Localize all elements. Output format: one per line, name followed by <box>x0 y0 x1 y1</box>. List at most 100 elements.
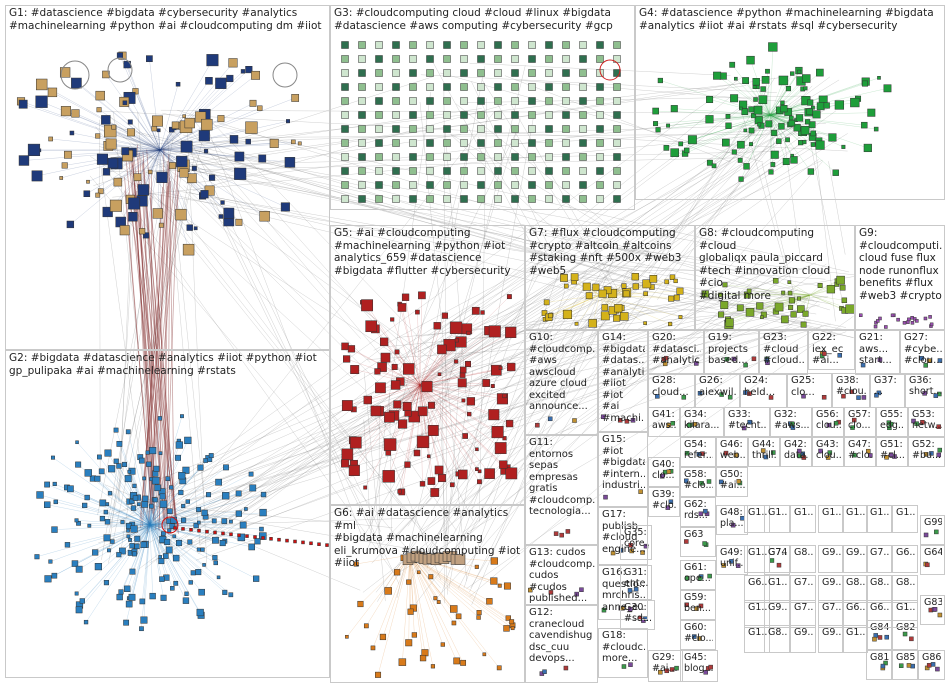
edge <box>727 294 811 321</box>
edge <box>809 294 845 301</box>
node-g1 <box>193 226 198 231</box>
node-g3 <box>392 139 400 147</box>
edge <box>141 162 178 529</box>
edge <box>347 384 421 406</box>
edge <box>141 460 151 526</box>
node-g1 <box>220 200 225 205</box>
node-g2 <box>125 429 131 435</box>
node-g3 <box>443 139 451 147</box>
edge <box>413 284 758 541</box>
group-panel-g46: G46: web... <box>716 437 748 467</box>
node-g1 <box>102 206 113 218</box>
node-g2 <box>158 558 165 565</box>
edge <box>130 121 161 151</box>
node-g3 <box>596 181 604 189</box>
group-label-g23: G23: #cloud #cloud... <box>763 332 805 366</box>
edge <box>419 330 489 386</box>
node-g2-link <box>325 543 329 547</box>
node-g1 <box>31 170 43 182</box>
edge <box>132 164 169 522</box>
edge <box>385 357 421 386</box>
edge <box>41 84 161 151</box>
edge <box>149 499 155 526</box>
edge <box>769 114 787 162</box>
node-g1 <box>60 106 71 117</box>
node-g3 <box>596 125 604 133</box>
node-g3 <box>375 153 383 161</box>
mini-group-label: G1... <box>846 627 865 638</box>
edge <box>409 554 426 653</box>
node-g1 <box>229 135 239 144</box>
group-panel-g57: G57: clo... <box>844 407 876 437</box>
node-g1 <box>234 151 245 162</box>
node-g2 <box>44 481 50 488</box>
node-g3 <box>613 167 621 175</box>
node-g3 <box>511 97 519 105</box>
edge <box>504 75 731 163</box>
group-panel-g50: G50: #ai... <box>716 467 748 497</box>
node-g1 <box>111 124 117 130</box>
node-g3 <box>511 83 519 91</box>
edge <box>143 197 155 511</box>
node-g5 <box>505 326 517 338</box>
edge <box>363 419 371 525</box>
group-label-g28: G28: cloud... <box>652 375 689 398</box>
node-g2-link <box>197 528 201 533</box>
group-panel-g31: G31: ente... <box>620 565 652 600</box>
group-label-g36: G36: short... <box>909 375 942 397</box>
node-g3 <box>341 111 349 119</box>
edge <box>144 504 151 526</box>
node-g2 <box>137 502 141 506</box>
node-g3 <box>494 83 502 91</box>
node-g3 <box>528 97 536 105</box>
edge <box>803 294 811 325</box>
edge <box>153 128 161 151</box>
node-g3 <box>358 125 366 133</box>
group-label-g56: G56: clou... <box>816 409 841 431</box>
edge <box>469 252 618 534</box>
node-g5 <box>365 320 377 333</box>
node-g3 <box>545 181 553 189</box>
node-g3 <box>460 55 468 63</box>
edge <box>709 114 771 120</box>
node-g4 <box>785 86 792 92</box>
node-g3 <box>426 195 434 203</box>
node-g4 <box>652 107 659 115</box>
node-g1 <box>195 111 207 123</box>
node-g2 <box>212 555 218 561</box>
edge <box>89 175 441 588</box>
node-g2 <box>212 536 219 544</box>
node-g3 <box>477 111 485 119</box>
node-g3 <box>528 125 536 133</box>
node-g4 <box>743 128 748 133</box>
node-g2 <box>196 608 204 617</box>
node-g2 <box>260 491 267 498</box>
node-g2 <box>160 531 166 536</box>
edge <box>409 554 455 624</box>
node-g1 <box>18 155 30 166</box>
node-g1 <box>186 224 193 231</box>
edge <box>112 134 764 198</box>
edge <box>78 523 151 526</box>
edge <box>409 554 415 635</box>
node-g3 <box>341 181 349 189</box>
edge <box>159 62 234 151</box>
edge <box>149 524 252 548</box>
edge <box>567 294 601 315</box>
node-g3 <box>443 153 451 161</box>
node-g3 <box>392 41 400 49</box>
edge <box>149 440 188 526</box>
edge <box>479 275 857 339</box>
edge <box>728 294 811 325</box>
edge <box>110 130 161 151</box>
edge <box>149 524 262 530</box>
group-label-g5: G5: #ai #cloudcomputing #machinelearning… <box>334 227 511 277</box>
node-g4 <box>862 80 868 87</box>
node-g4 <box>800 126 810 135</box>
edge <box>419 332 511 386</box>
node-g3 <box>562 195 570 203</box>
node-g5 <box>397 419 408 429</box>
mini-group-label: G9... <box>846 547 865 558</box>
group-label-g42: G42: data... <box>784 439 809 461</box>
edge <box>149 524 215 558</box>
